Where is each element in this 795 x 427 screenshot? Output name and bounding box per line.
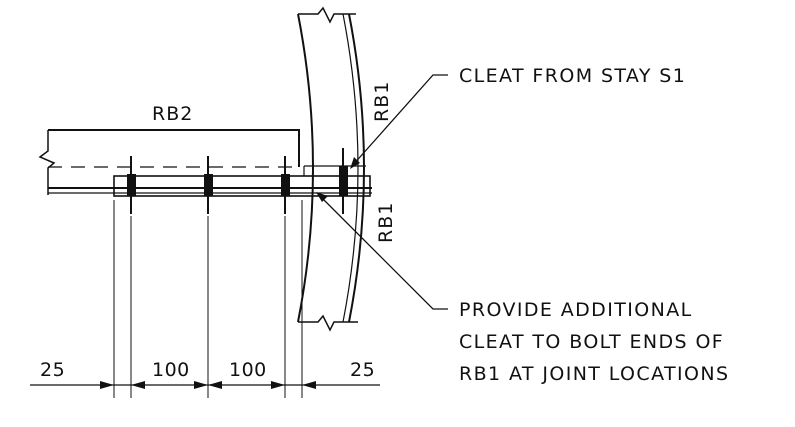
dimension-bolt-spacing-1: 100 [152, 359, 190, 381]
dimension-right-end: 25 [350, 359, 375, 381]
callout-additional-line2: CLEAT TO BOLT ENDS OF [459, 331, 724, 353]
rb1-curved-member [297, 6, 365, 332]
dimension-line [30, 381, 380, 389]
callout-additional-line3: RB1 AT JOINT LOCATIONS [459, 363, 729, 385]
leader-cleat [350, 74, 448, 169]
bolt-2 [204, 156, 213, 214]
bolts [127, 148, 348, 214]
bolt-1 [127, 156, 136, 214]
label-rb2: RB2 [152, 103, 193, 125]
bolt-4 [339, 148, 348, 214]
label-rb1-lower: RB1 [375, 202, 397, 243]
leader-additional-cleat [316, 192, 448, 310]
label-rb1-upper: RB1 [371, 81, 393, 122]
callout-additional-line1: PROVIDE ADDITIONAL [459, 299, 693, 321]
cleat-plate [113, 165, 371, 197]
callout-cleat-from-stay: CLEAT FROM STAY S1 [459, 65, 686, 87]
bolt-3 [281, 156, 290, 214]
dimension-extension-lines [113, 200, 303, 398]
dimension-left-end: 25 [40, 359, 65, 381]
dimension-bolt-spacing-2: 100 [229, 359, 267, 381]
